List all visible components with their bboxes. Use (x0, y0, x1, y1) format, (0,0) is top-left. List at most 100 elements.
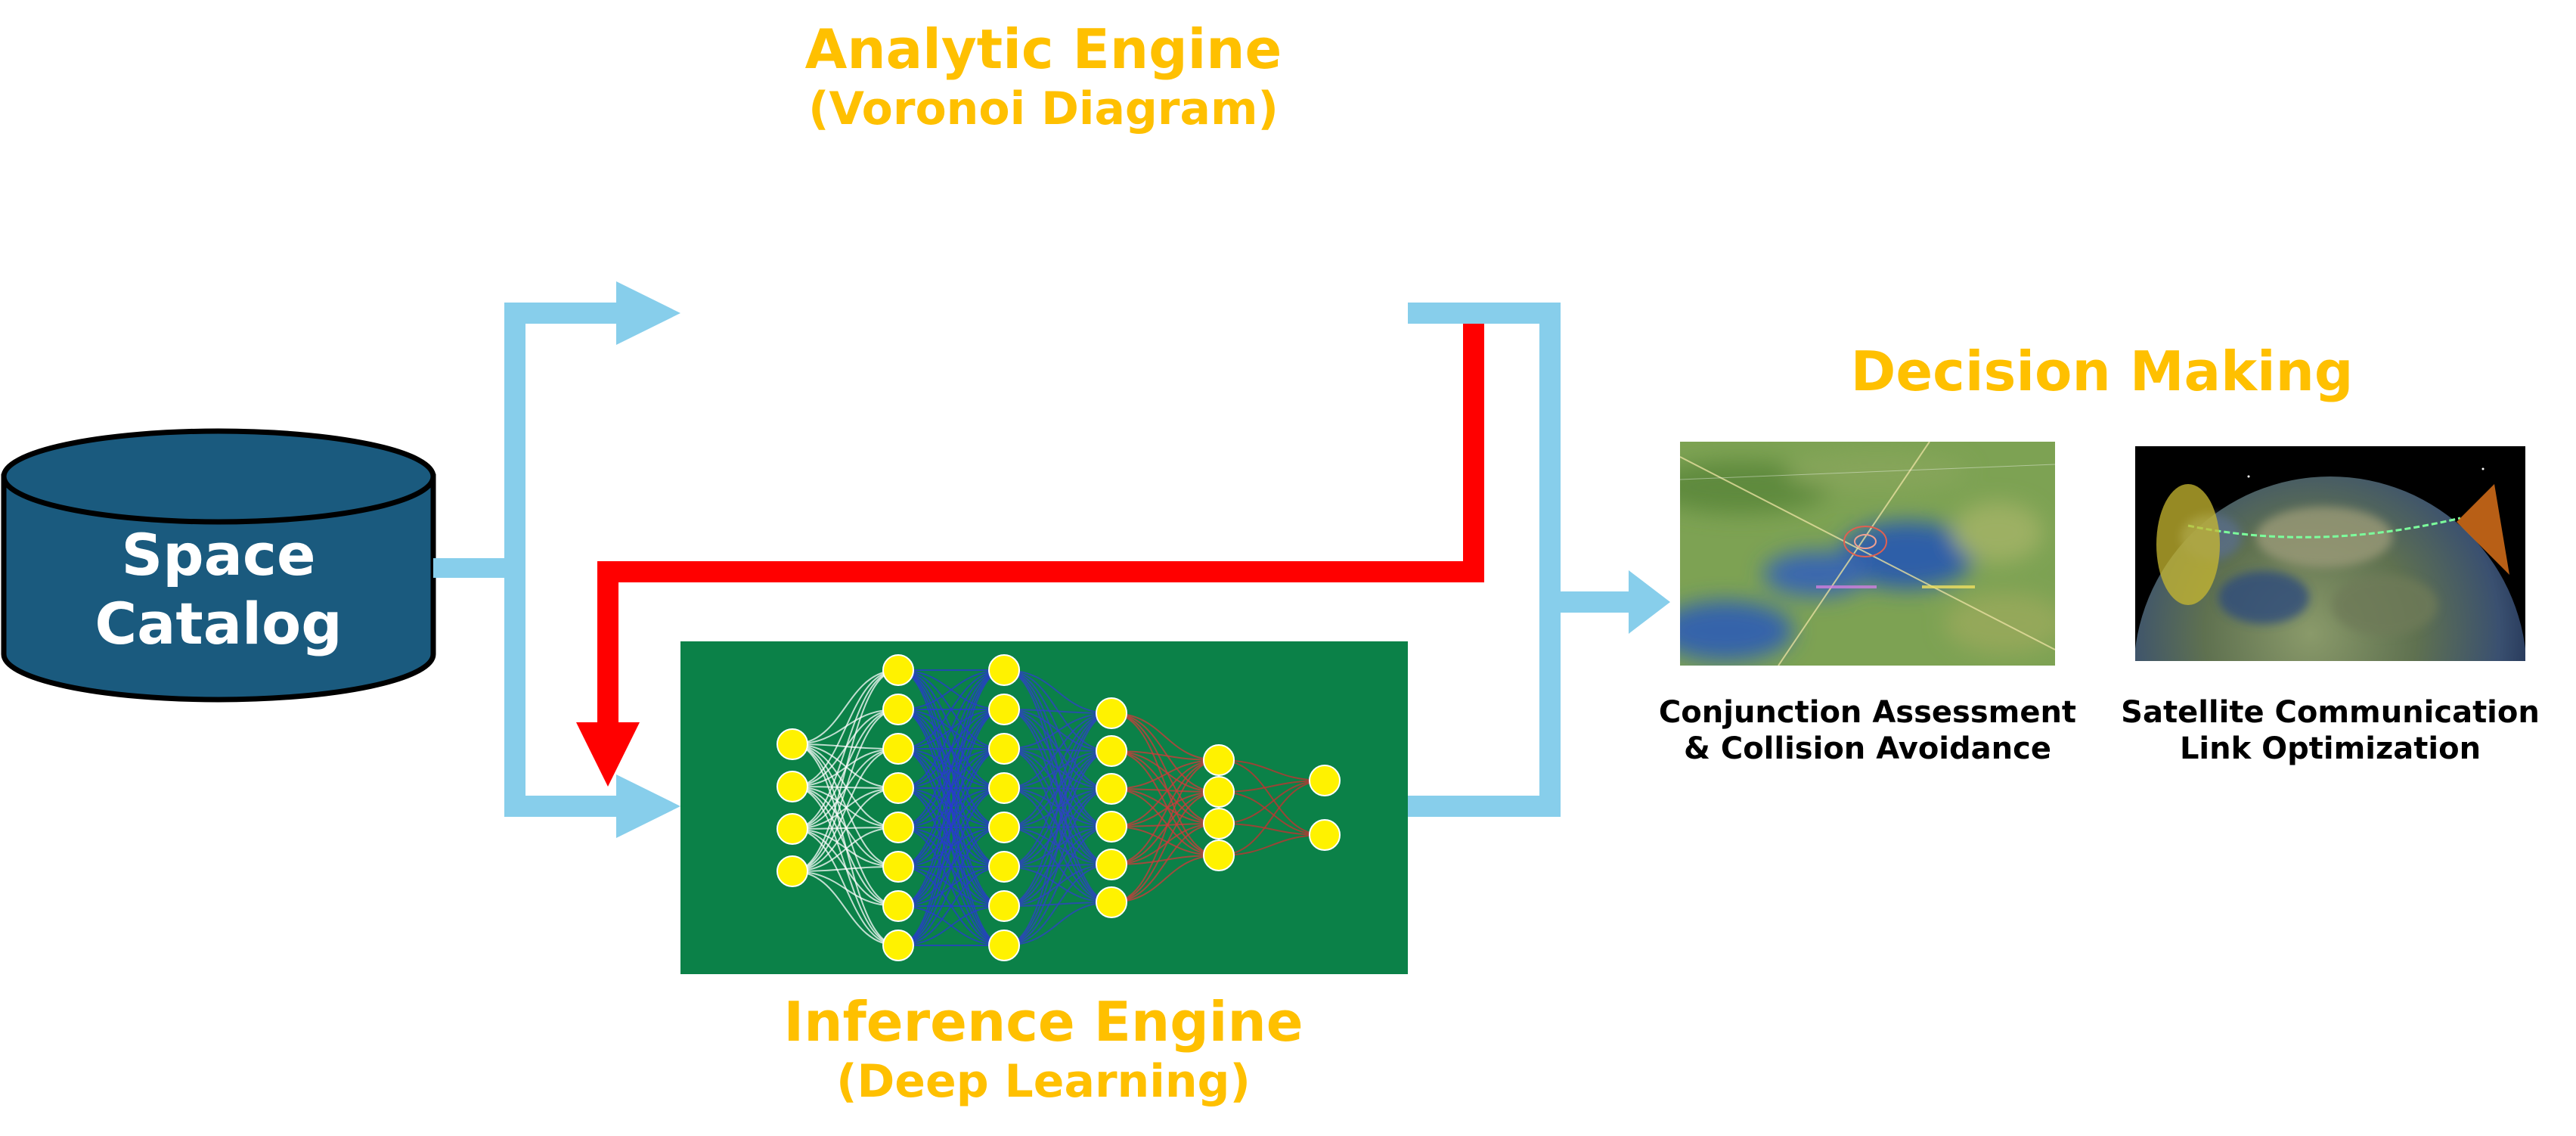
nn-edge (1111, 750, 1220, 761)
nn-edge (1111, 855, 1220, 865)
nn-edge (897, 669, 1005, 828)
nn-node-layer4-5 (1096, 849, 1127, 880)
inference-engine-title: Inference Engine (783, 990, 1303, 1054)
catalog-split-vertical (504, 303, 525, 817)
nn-edge (1003, 712, 1112, 907)
satcom-caption-line2: Link Optimization (2179, 731, 2481, 766)
inference-engine-label: Inference Engine (Deep Learning) (741, 989, 1346, 1109)
analytic-engine-title: Analytic Engine (804, 17, 1282, 81)
decision-input-arrowhead (1629, 570, 1670, 634)
conjunction-image (1680, 442, 2055, 666)
nn-edge (897, 905, 1005, 946)
analytic-engine-subtitle: (Voronoi Diagram) (808, 82, 1279, 136)
nn-edge (1111, 712, 1220, 793)
nn-node-layer4-6 (1096, 886, 1127, 918)
nn-edge (1003, 669, 1112, 714)
neural-network-panel (680, 641, 1408, 974)
nn-node-layer3-6 (988, 851, 1020, 883)
satcom-caption: Satellite Communication Link Optimizatio… (2081, 694, 2576, 767)
nn-node-layer5-1 (1203, 744, 1235, 776)
nn-node-layer2-8 (882, 930, 914, 961)
nn-edge (1111, 791, 1220, 827)
nn-edge (1003, 709, 1112, 714)
analytic-engine-label: Analytic Engine (Voronoi Diagram) (741, 17, 1346, 136)
inference-input-arrowhead (616, 774, 680, 838)
nn-edge (792, 866, 899, 872)
nn-node-layer1-4 (777, 855, 808, 887)
space-catalog-label: Space Catalog (4, 520, 433, 658)
nn-edge (1111, 750, 1220, 824)
nn-edge (1003, 712, 1112, 750)
nn-edge (792, 787, 899, 872)
nn-edge (897, 669, 1005, 789)
nn-edge (792, 669, 899, 745)
nn-edge (897, 669, 1005, 868)
nn-node-layer6-2 (1309, 819, 1341, 851)
nn-edge (1111, 791, 1220, 903)
nn-edge (792, 743, 899, 789)
nn-edge (1111, 791, 1220, 865)
nn-node-layer1-2 (777, 771, 808, 802)
nn-node-layer3-7 (988, 890, 1020, 922)
inference-input-shaft (504, 796, 625, 817)
nn-edge (1003, 902, 1112, 946)
nn-node-layer2-5 (882, 812, 914, 843)
nn-edge (792, 669, 899, 830)
nn-edge (1218, 780, 1325, 856)
nn-node-layer5-2 (1203, 776, 1235, 808)
space-catalog-database (1, 428, 436, 703)
nn-edge (1111, 750, 1220, 856)
nn-edge (897, 669, 1005, 907)
nn-edge (897, 866, 1005, 946)
conjunction-caption: Conjunction Assessment & Collision Avoid… (1618, 694, 2117, 767)
nn-edge (792, 828, 899, 907)
space-catalog-line1: Space (121, 521, 316, 588)
inference-output-shaft (1408, 796, 1561, 817)
nn-node-layer2-4 (882, 772, 914, 804)
inference-engine-subtitle: (Deep Learning) (836, 1055, 1251, 1109)
nn-nodes (777, 654, 1341, 961)
nn-node-layer2-2 (882, 694, 914, 725)
nn-edge (1111, 788, 1220, 824)
catalog-output-connector (433, 558, 509, 578)
nn-node-layer3-2 (988, 694, 1020, 725)
nn-edge (1111, 826, 1220, 856)
nn-edge (1003, 788, 1112, 946)
nn-edge (1218, 780, 1325, 824)
nn-edge (897, 827, 1005, 946)
nn-edge (897, 669, 1005, 750)
flow-arrows (433, 281, 1670, 838)
nn-node-layer3-4 (988, 772, 1020, 804)
nn-edge (1111, 712, 1220, 856)
nn-edge (1003, 750, 1112, 946)
merge-vertical (1539, 303, 1561, 817)
nn-edge (1111, 759, 1220, 827)
nn-edge (1111, 823, 1220, 865)
nn-edge (1111, 759, 1220, 790)
decision-making-title: Decision Making (1850, 340, 2354, 403)
nn-edge (792, 827, 899, 872)
nn-edge (792, 786, 899, 946)
nn-edge (1111, 788, 1220, 856)
satcom-image (2135, 446, 2525, 661)
nn-node-layer1-1 (777, 728, 808, 760)
nn-edge (792, 669, 899, 787)
satcom-caption-line1: Satellite Communication (2121, 695, 2540, 730)
nn-edge (792, 743, 899, 907)
nn-edge (792, 786, 899, 828)
nn-edge (897, 669, 1005, 946)
nn-node-layer3-1 (988, 654, 1020, 686)
nn-edge (1218, 759, 1325, 836)
nn-edge (792, 786, 899, 907)
nn-node-layer6-1 (1309, 765, 1341, 796)
nn-edge (1003, 826, 1112, 946)
nn-node-layer4-1 (1096, 697, 1127, 729)
space-catalog-line2: Catalog (95, 590, 343, 658)
nn-edge (897, 787, 1005, 946)
feedback-arrow (576, 324, 1484, 787)
feedback-vertical-left (597, 561, 618, 731)
nn-edge (897, 709, 1005, 946)
nn-edge (792, 871, 899, 946)
nn-edge (1003, 864, 1112, 946)
nn-node-layer1-3 (777, 813, 808, 845)
